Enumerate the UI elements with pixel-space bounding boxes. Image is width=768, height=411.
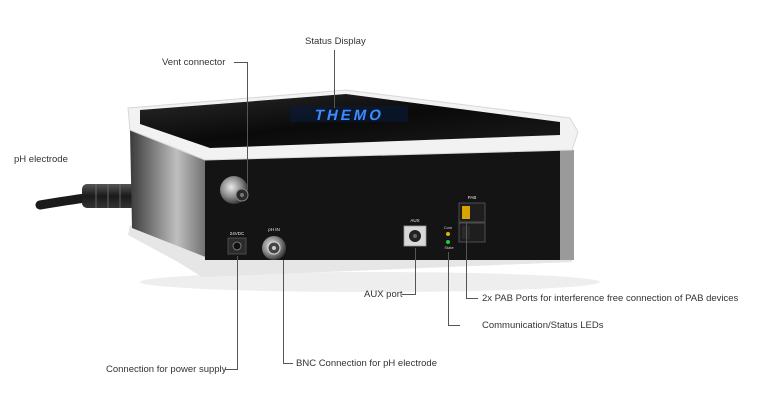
callout-status-display: Status Display (305, 36, 366, 47)
callout-ph-electrode: pH electrode (14, 154, 68, 165)
callout-line-power-h (225, 369, 238, 370)
vent-connector (220, 176, 249, 204)
aux-port: AUX (403, 218, 427, 247)
callout-line-power-v (237, 256, 238, 369)
left-side-panel (130, 130, 208, 258)
led-com (446, 232, 450, 236)
label-state: State (444, 245, 454, 250)
callout-line-leds-v (448, 252, 449, 325)
callout-line-aux-v (415, 248, 416, 294)
power-jack: 24VDC (227, 231, 247, 255)
device-shadow (140, 272, 600, 292)
label-ph-in: pH IN (268, 227, 280, 232)
callout-aux-port: AUX port (364, 289, 403, 300)
callout-line-pab-v (466, 222, 467, 298)
status-display: THEMO (290, 106, 408, 124)
callout-line-leds-h (448, 325, 460, 326)
callout-line-bnc-h (283, 363, 293, 364)
status-display-text: THEMO (313, 107, 386, 124)
callout-pab-ports: 2x PAB Ports for interference free conne… (482, 293, 739, 304)
label-pab: PAB (468, 195, 477, 200)
callout-power-supply: Connection for power supply (106, 364, 227, 375)
callout-leds: Communication/Status LEDs (482, 320, 604, 331)
callout-line-pab-h (466, 298, 478, 299)
label-aux: AUX (410, 218, 419, 223)
callout-line-bnc-v (283, 260, 284, 363)
callout-vent-connector: Vent connector (162, 57, 226, 68)
right-side-edge (560, 150, 574, 260)
cable-strain-relief (82, 184, 142, 208)
label-24vdc: 24VDC (230, 231, 245, 236)
led-state (446, 240, 450, 244)
callout-line-vent-h (234, 62, 248, 63)
callout-bnc: BNC Connection for pH electrode (296, 358, 437, 369)
callout-line-vent-v (247, 62, 248, 190)
status-leds: Com State (444, 225, 455, 250)
bottom-rim (128, 225, 574, 277)
label-com: Com (444, 225, 453, 230)
callout-line-status-display (334, 50, 335, 108)
front-panel (205, 150, 572, 260)
bnc-connector: pH IN (262, 227, 286, 260)
callout-line-aux-h (402, 294, 416, 295)
